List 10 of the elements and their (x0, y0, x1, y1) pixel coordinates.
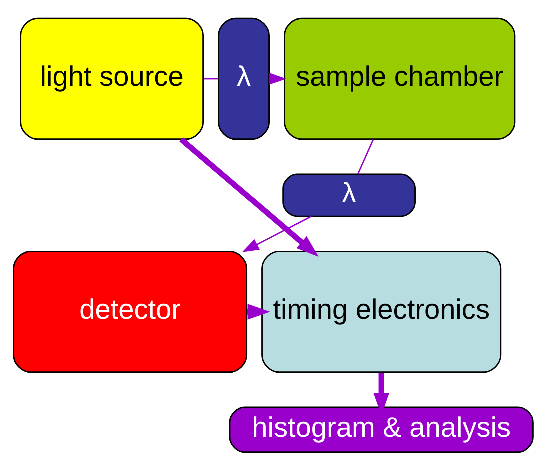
connector (204, 78, 218, 80)
node-box: light source (20, 17, 204, 140)
node-box: sample chamber (284, 17, 516, 140)
node-box: timing electronics (262, 250, 502, 373)
node-box: λ (282, 173, 416, 217)
node-box: histogram & analysis (229, 406, 534, 453)
arrow (180, 137, 319, 257)
node-box: detector (13, 250, 248, 373)
connector (357, 139, 374, 174)
arrow (242, 216, 312, 252)
